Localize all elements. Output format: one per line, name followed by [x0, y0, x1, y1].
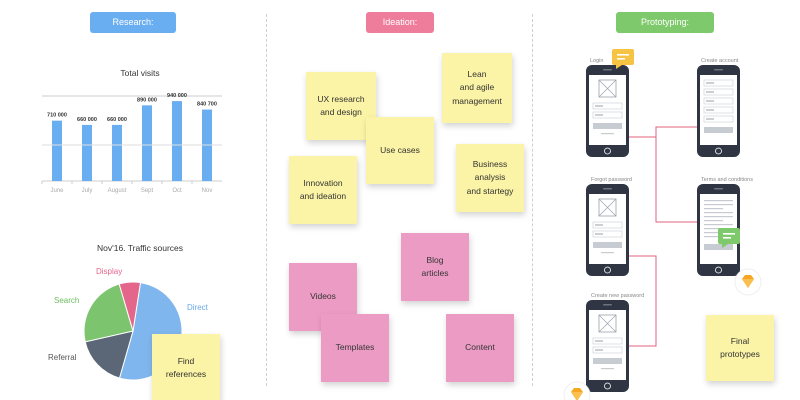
sticky-note-business-analysis[interactable]: Business analysis and startegy — [456, 144, 524, 212]
phone-new-password[interactable] — [586, 300, 629, 392]
x-tick-label: Oct — [172, 188, 182, 194]
connector-login-create — [622, 126, 704, 138]
phone-forgot-password[interactable] — [586, 184, 629, 276]
screen-label-login: Login — [590, 58, 604, 64]
pie-label-search: Search — [54, 296, 80, 305]
x-tick-label: July — [82, 188, 93, 194]
x-tick-label: Sept — [141, 188, 154, 194]
x-tick-label: August — [108, 188, 127, 194]
section-tag-research: Research: Jan/Feb — [90, 12, 176, 48]
x-tick-label: Nov — [202, 188, 213, 194]
phone-create-account[interactable] — [697, 65, 740, 157]
sticky-note-templates[interactable]: Templates — [321, 314, 389, 382]
bar-chart-title: Total visits — [120, 68, 160, 78]
screen-label-terms: Terms and conditions — [701, 177, 753, 183]
chat-bubble-icon — [612, 49, 634, 69]
bar — [112, 124, 122, 181]
pie-slice-display — [118, 281, 142, 332]
pie-label-direct: Direct — [187, 303, 208, 312]
flow-connectors — [622, 126, 704, 347]
section-tag-prototyping: Prototyping: Apr/May — [616, 12, 714, 48]
connector-login-forgot — [622, 136, 704, 223]
column-divider-2 — [532, 14, 533, 386]
x-tick-label: June — [50, 188, 64, 194]
pie-slice-referral — [84, 330, 134, 379]
bar — [172, 101, 182, 181]
pie-label-display: Display — [96, 267, 123, 276]
screen-label-new-password: Create new password — [591, 293, 645, 299]
sketch-diamond-icon — [563, 381, 591, 400]
bar-value-label: 890 000 — [137, 97, 157, 103]
bar-value-label: 660 000 — [77, 117, 97, 123]
sketch-diamond-icon — [734, 268, 762, 296]
sticky-note-blog-articles[interactable]: Blog articles — [401, 233, 469, 301]
sticky-note-lean-agile[interactable]: Lean and agile management — [442, 53, 512, 123]
screen-label-forgot-password: Forgot password — [591, 177, 632, 183]
sticky-note-ux-research[interactable]: UX research and design — [306, 72, 376, 140]
bar — [142, 105, 152, 181]
chat-bubble-icon — [718, 228, 740, 248]
pie-label-referral: Referral — [48, 353, 77, 362]
connector-forgot-new — [622, 255, 657, 347]
bar-value-label: 660 000 — [107, 117, 127, 123]
bar-value-label: 940 000 — [167, 93, 187, 99]
sticky-note-innovation[interactable]: Innovation and ideation — [289, 156, 357, 224]
sticky-note-find-references[interactable]: Find references — [152, 334, 220, 400]
bar — [82, 124, 92, 181]
bar — [52, 120, 62, 181]
sticky-note-content[interactable]: Content — [446, 314, 514, 382]
section-tag-ideation: Ideation: Mar — [366, 12, 434, 48]
phone-login[interactable] — [586, 65, 629, 157]
column-divider-1 — [266, 14, 267, 386]
sticky-note-final-prototypes[interactable]: Final prototypes — [706, 315, 774, 381]
bar-value-label: 710 000 — [47, 113, 67, 119]
pie-chart-title: Nov'16. Traffic sources — [96, 243, 184, 253]
pie-slice-search — [83, 283, 134, 343]
screen-label-create-account: Create account — [701, 58, 739, 64]
bar-value-label: 840 700 — [197, 102, 217, 108]
sticky-note-use-cases[interactable]: Use cases — [366, 117, 434, 184]
